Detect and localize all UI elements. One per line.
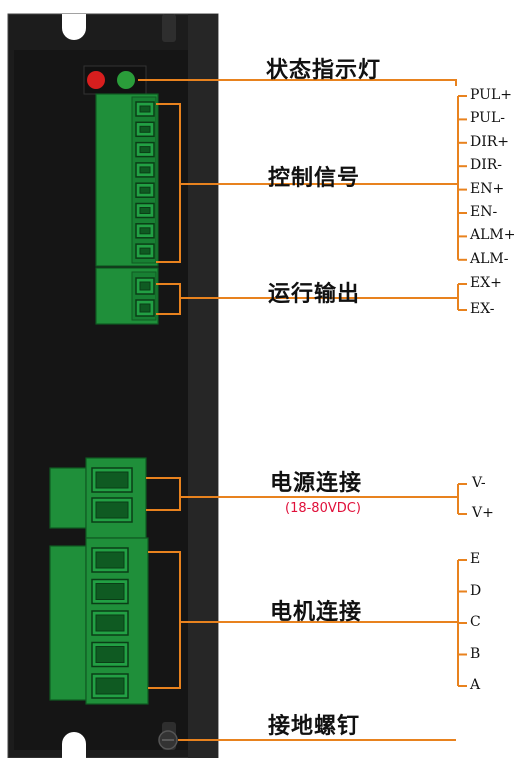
motor-pin-hole [95,677,125,695]
power-pin-hole [95,501,129,519]
control-pin-hole [139,186,151,194]
control-pin-label: EN+ [470,180,505,197]
motor-connector [49,537,149,705]
power-pin-label: V+ [472,505,494,521]
leader-lines [138,79,467,741]
output-pin-hole [139,303,151,313]
output-pin-label: EX+ [470,275,502,291]
control-pin-hole [139,125,151,133]
control-pin-hole [139,105,151,113]
motor-pin-label: E [470,551,481,567]
control-pin-label: DIR+ [470,133,510,150]
motor-pin-label: D [470,582,482,599]
power-voltage-note: (18-80VDC) [285,501,361,516]
control-signal-connector [95,93,159,267]
control-pin-hole [139,166,151,174]
power-pin-label: V- [472,475,486,491]
power-label: 电源连接 [270,471,363,496]
power-connector [49,457,147,539]
green-led-icon [117,71,135,89]
motor-pin-hole [95,583,125,600]
control-pin-label: PUL- [470,110,505,127]
motor-pin-hole [95,614,125,632]
status-led-leader [138,79,457,86]
motor-pin-label: B [470,645,481,662]
control-pin-label: EN- [470,204,498,220]
motor-pin-hole [95,551,125,569]
power-pin-hole [95,471,129,489]
control-signal-label: 控制信号 [268,166,361,191]
control-pin-label: DIR- [470,157,503,174]
motor-pin-label: A [470,677,481,693]
red-led-icon [87,71,105,89]
bottom-mounting-slot [62,732,86,758]
control-pin-hole [139,227,151,235]
control-pin-label: PUL+ [470,87,512,103]
power-bracket [146,477,181,511]
control-pin-label: ALM- [470,250,509,267]
control-pin-hole [139,146,151,154]
status-led-group [83,65,147,95]
status-led-label: 状态指示灯 [266,58,382,83]
top-mounting-slot [62,14,86,40]
run-output-connector [95,267,159,325]
motor-pin-label: C [470,614,481,630]
control-pin-hole [139,207,151,214]
control-pin-label: ALM+ [470,227,516,244]
motor-label: 电机连接 [270,600,363,625]
ground-screw-label: 接地螺钉 [268,714,361,739]
motor-pin-hole [95,646,125,663]
motor-bracket [148,551,181,689]
output-pin-hole [139,281,151,291]
run-output-label: 运行输出 [268,282,361,307]
output-pin-label: EX- [470,301,495,317]
control-pin-hole [139,247,151,255]
